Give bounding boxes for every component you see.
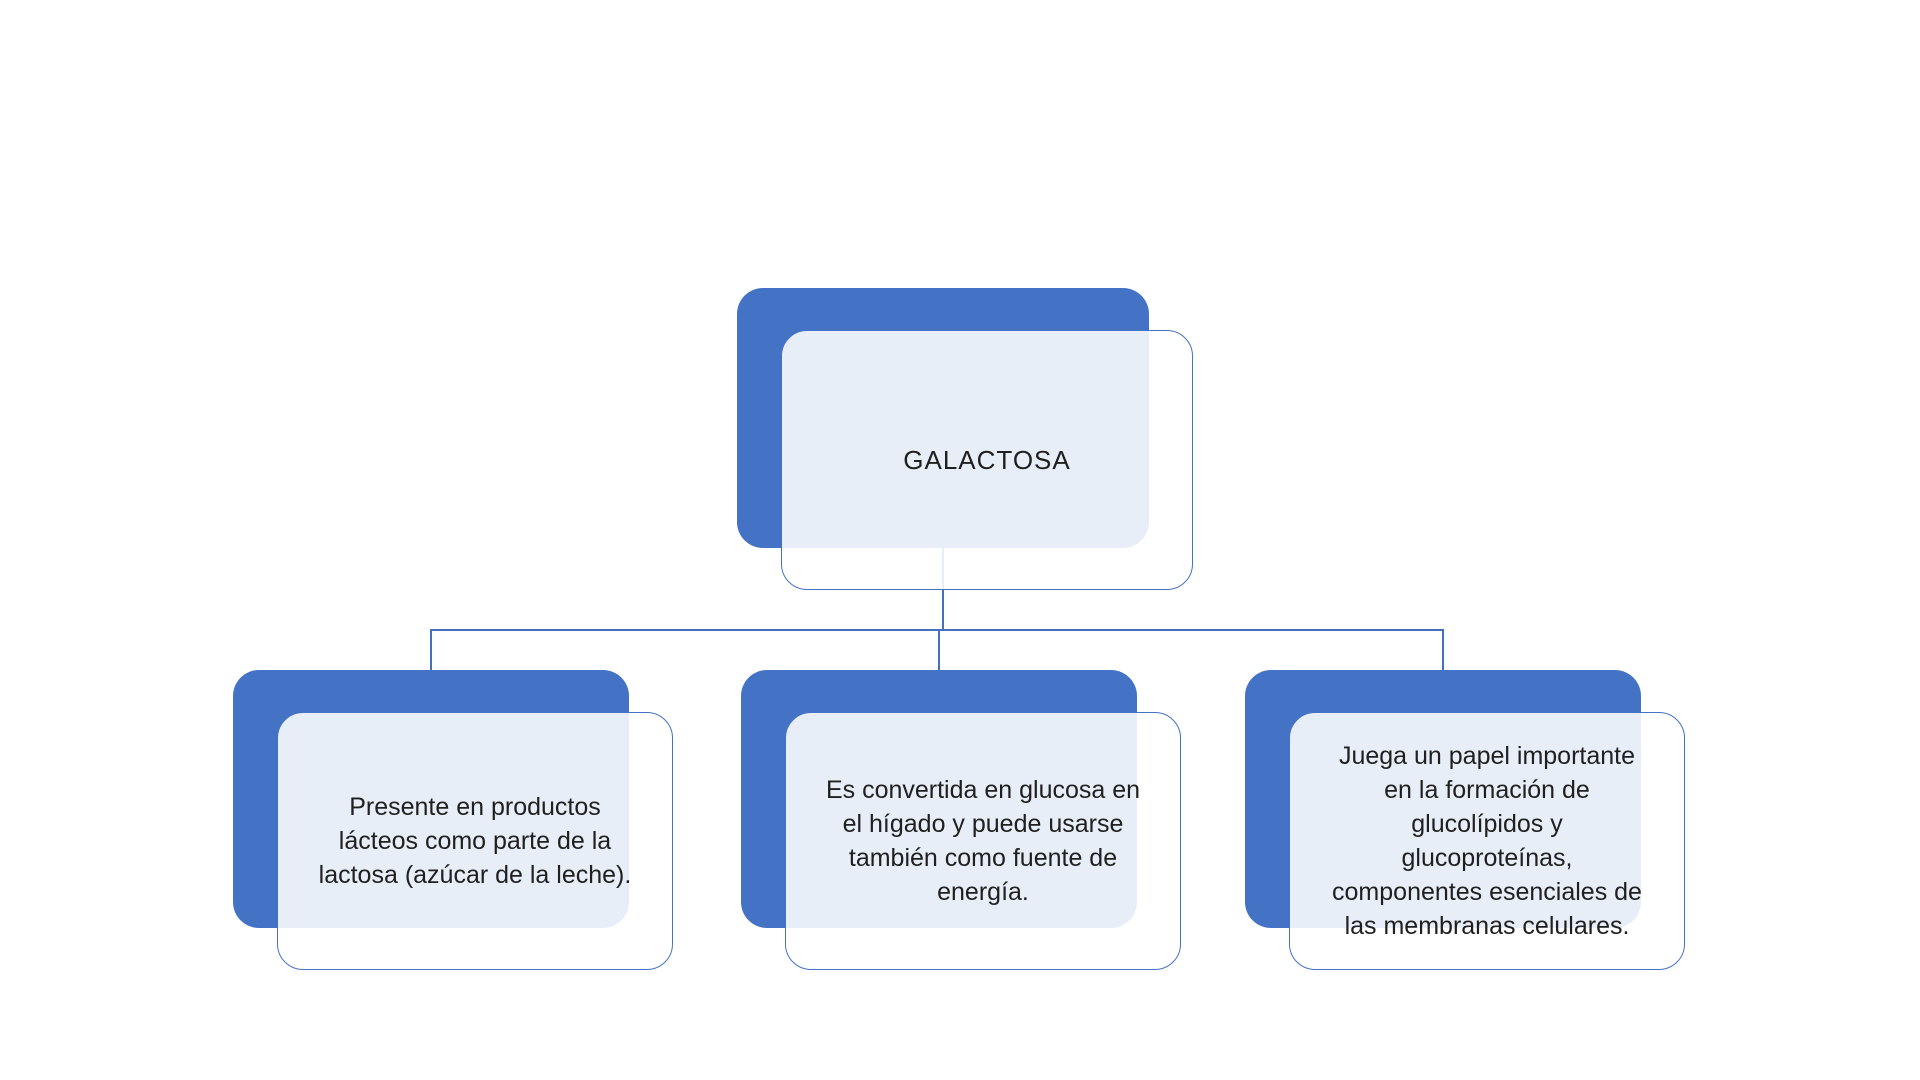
node-front-panel: Presente en productos lácteos como parte…: [277, 712, 673, 970]
text-line: en la formación de: [1384, 776, 1590, 804]
text-line: Es convertida en glucosa en: [825, 776, 1141, 804]
connector-drop-left: [430, 629, 432, 671]
text-line: glucolípidos y: [1411, 810, 1563, 838]
text-line: también como fuente de: [848, 844, 1118, 872]
text-line: componentes esenciales de: [1332, 878, 1642, 906]
node-front-panel: Juega un papel importante en la formació…: [1289, 712, 1685, 970]
node-text: Es convertida en glucosa en el hígado y …: [786, 773, 1180, 909]
text-line: el hígado y puede usarse: [842, 810, 1124, 838]
text-line: lactosa (azúcar de la leche).: [318, 861, 632, 889]
node-front-panel: Es convertida en glucosa en el hígado y …: [785, 712, 1181, 970]
connector-drop-middle: [938, 629, 940, 671]
node-child-3: Juega un papel importante en la formació…: [1245, 670, 1685, 970]
text-line: las membranas celulares.: [1344, 912, 1630, 940]
node-text: GALACTOSA: [782, 443, 1192, 477]
text-line: glucoproteínas,: [1401, 844, 1573, 872]
connector-rail: [430, 629, 1444, 631]
node-child-2: Es convertida en glucosa en el hígado y …: [741, 670, 1181, 970]
node-root: GALACTOSA: [737, 288, 1193, 590]
text-line: lácteos como parte de la: [338, 827, 612, 855]
text-line: Juega un papel importante: [1338, 742, 1636, 770]
node-child-1: Presente en productos lácteos como parte…: [233, 670, 673, 970]
text-line: Presente en productos: [349, 793, 601, 821]
connector-drop-right: [1442, 629, 1444, 671]
text-line: energía.: [937, 878, 1029, 906]
text-line: GALACTOSA: [903, 445, 1071, 475]
node-text: Presente en productos lácteos como parte…: [278, 790, 672, 892]
node-front-panel: GALACTOSA: [781, 330, 1193, 590]
node-text: Juega un papel importante en la formació…: [1290, 739, 1684, 943]
